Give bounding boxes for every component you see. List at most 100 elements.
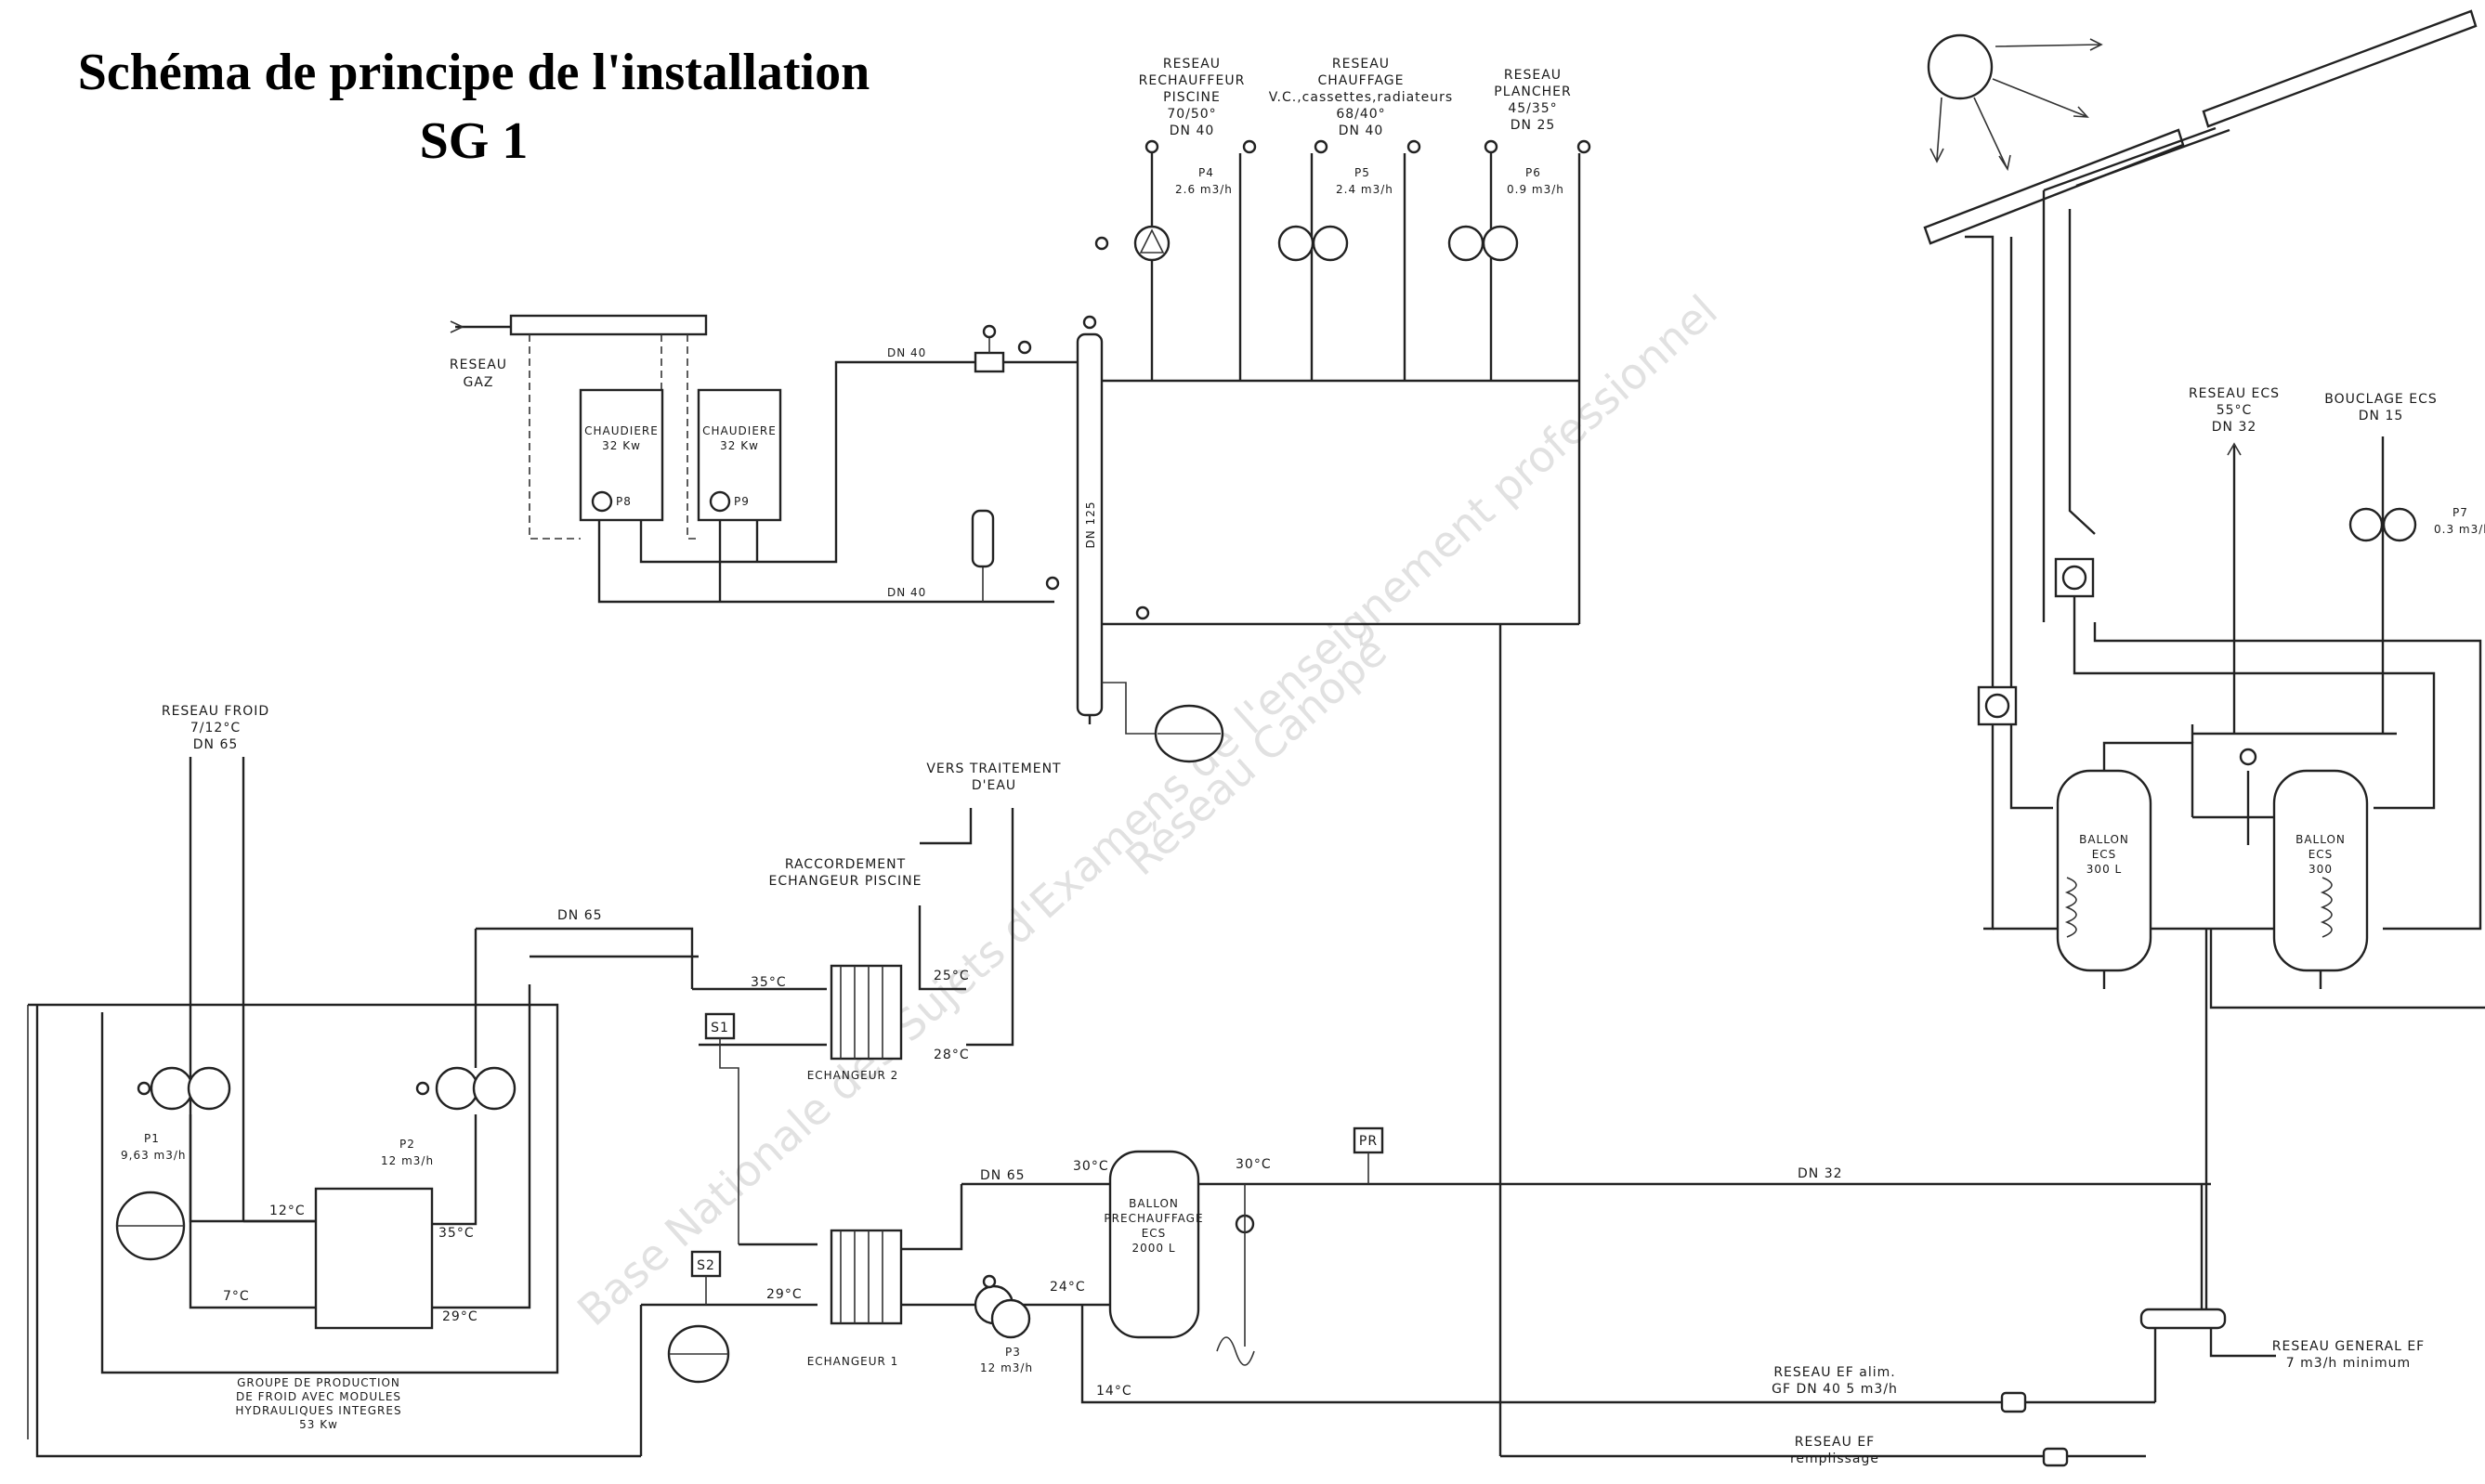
ef-general-l2: 7 m3/h minimum <box>2286 1356 2411 1371</box>
cold-group-l2: DE FROID AVEC MODULES <box>236 1390 401 1403</box>
pump-icon <box>150 1066 194 1111</box>
net-rad-l1: RESEAU <box>1332 57 1390 72</box>
cold-l2: 7/12°C <box>190 721 241 735</box>
pool-racc-l1: RACCORDEMENT <box>785 857 906 872</box>
cold-l1: RESEAU FROID <box>162 704 269 719</box>
cold-l3: DN 65 <box>193 737 239 752</box>
gas-manifold <box>509 314 708 336</box>
net-rad-l4: 68/40° <box>1336 107 1385 122</box>
cold-network: RESEAU FROID 7/12°C DN 65 P1 9,63 m3/h P… <box>27 704 699 1458</box>
pump-icon <box>1277 225 1314 262</box>
cold-t7: 7°C <box>223 1289 250 1304</box>
preheat-pr: PR <box>1359 1134 1378 1149</box>
boiler-1: CHAUDIERE 32 Kw P8 <box>579 388 664 522</box>
preheat-section: DN 65 30°C BALLON PRECHAUFFAGE ECS 2000 … <box>639 1126 2211 1456</box>
dhw-pump-flow: 0.3 m3/h <box>2434 523 2485 536</box>
cold-group-l4: 53 Kw <box>299 1418 338 1431</box>
preheat-t30b: 30°C <box>1236 1157 1272 1172</box>
preheat-tank-l1: BALLON <box>1129 1197 1179 1210</box>
pump-icon <box>1977 685 2018 726</box>
pump-icon <box>435 1066 479 1111</box>
cold-t35: 35°C <box>438 1226 475 1241</box>
pool-t28: 28°C <box>934 1048 970 1062</box>
preheat-dn65: DN 65 <box>980 1168 1026 1183</box>
pool-t35: 35°C <box>751 975 787 990</box>
boiler-1-pump: P8 <box>616 495 632 508</box>
dhw-loop-l1: BOUCLAGE ECS <box>2324 392 2438 407</box>
cold-p2-flow: 12 m3/h <box>381 1154 434 1167</box>
net-pool-pump: P4 <box>1198 166 1214 179</box>
dhw-net-l3: DN 32 <box>2212 420 2257 435</box>
expansion-vessel <box>971 509 995 568</box>
net-floor-l3: 45/35° <box>1508 101 1557 116</box>
preheat-hx1: ECHANGEUR 1 <box>807 1355 899 1368</box>
dhw-tank-a-l2: ECS <box>2092 848 2117 861</box>
net-floor-flow: 0.9 m3/h <box>1507 183 1564 196</box>
sun-icon <box>1927 33 1994 100</box>
pump-icon <box>1482 225 1519 262</box>
pump-icon <box>990 1298 1031 1339</box>
pool-exchanger: VERS TRAITEMENT D'EAU RACCORDEMENT ECHAN… <box>692 762 1061 1246</box>
ef-fill-l1: RESEAU EF <box>1795 1435 1875 1450</box>
pool-t25: 25°C <box>934 969 970 983</box>
net-floor-pump: P6 <box>1525 166 1541 179</box>
cold-p2: P2 <box>399 1138 415 1151</box>
net-pool-l3: PISCINE <box>1163 90 1221 105</box>
pool-vers-l2: D'EAU <box>972 778 1016 793</box>
net-pool-l5: DN 40 <box>1170 124 1215 138</box>
dhw-net-l2: 55°C <box>2217 403 2253 418</box>
pump-icon <box>187 1066 231 1111</box>
cold-group-l3: HYDRAULIQUES INTEGRES <box>235 1404 401 1417</box>
preheat-tank-l3: ECS <box>1142 1227 1167 1240</box>
preheat-t29: 29°C <box>766 1287 803 1302</box>
collector-dn-top: DN 40 <box>887 346 926 359</box>
pool-hx2: ECHANGEUR 2 <box>807 1069 899 1082</box>
boiler-1-label: CHAUDIERE <box>584 424 659 437</box>
collector-dn-bottom: DN 40 <box>887 586 926 599</box>
pump-icon <box>2382 507 2417 542</box>
cold-p1-flow: 9,63 m3/h <box>121 1149 187 1162</box>
net-floor-l1: RESEAU <box>1504 68 1562 83</box>
dhw-tank-b-l2: ECS <box>2308 848 2334 861</box>
dhw-tank-a-l1: BALLON <box>2079 833 2129 846</box>
page-title-line1: Schéma de principe de l'installation <box>78 44 870 101</box>
dhw-pump: P7 <box>2452 506 2468 519</box>
pool-s1: S1 <box>711 1021 729 1035</box>
net-rad-pump: P5 <box>1354 166 1370 179</box>
pump-icon <box>1447 225 1484 262</box>
dhw-loop-l2: DN 15 <box>2359 409 2404 423</box>
gas-label-2: GAZ <box>463 375 493 390</box>
dhw-net-l1: RESEAU ECS <box>2189 386 2280 401</box>
net-pool-l1: RESEAU <box>1163 57 1221 72</box>
heating-network-pool: RESEAU RECHAUFFEUR PISCINE 70/50° DN 40 … <box>1094 57 1257 381</box>
net-rad-flow: 2.4 m3/h <box>1336 183 1393 196</box>
pump-icon <box>709 490 731 513</box>
ef-manifold <box>2139 1308 2227 1330</box>
net-pool-l4: 70/50° <box>1167 107 1216 122</box>
pool-racc-l2: ECHANGEUR PISCINE <box>769 874 922 889</box>
solar-section <box>1923 9 2482 931</box>
boiler-piping: DN 40 DN 40 <box>597 324 1078 604</box>
heat-exchanger-2 <box>830 964 903 1061</box>
heat-exchanger-1 <box>830 1229 903 1325</box>
ef-general-l1: RESEAU GENERAL EF <box>2272 1339 2425 1354</box>
preheat-tank-l2: PRECHAUFFAGE <box>1104 1212 1203 1225</box>
net-floor-l4: DN 25 <box>1511 118 1556 133</box>
preheat-flow: 12 m3/h <box>980 1361 1033 1374</box>
net-rad-l3: V.C.,cassettes,radiateurs <box>1269 90 1453 105</box>
preheat-t14: 14°C <box>1096 1384 1132 1399</box>
preheat-t30a: 30°C <box>1073 1159 1109 1174</box>
watermark-line2: Réseau Canopé <box>1116 626 1396 885</box>
boiler-2: CHAUDIERE 32 Kw P9 <box>697 388 782 522</box>
ef-supply-l2: GF DN 40 5 m3/h <box>1772 1382 1898 1397</box>
chiller <box>314 1187 434 1330</box>
pump-icon <box>472 1066 517 1111</box>
preheat-dn32: DN 32 <box>1798 1166 1843 1181</box>
net-floor-l2: PLANCHER <box>1494 85 1572 99</box>
dhw-tank-a-l3: 300 L <box>2086 863 2122 876</box>
preheat-t24: 24°C <box>1050 1280 1086 1295</box>
preheat-tank-l4: 2000 L <box>1131 1242 1175 1255</box>
boiler-1-power: 32 Kw <box>602 439 641 452</box>
cold-t12: 12°C <box>269 1204 306 1218</box>
